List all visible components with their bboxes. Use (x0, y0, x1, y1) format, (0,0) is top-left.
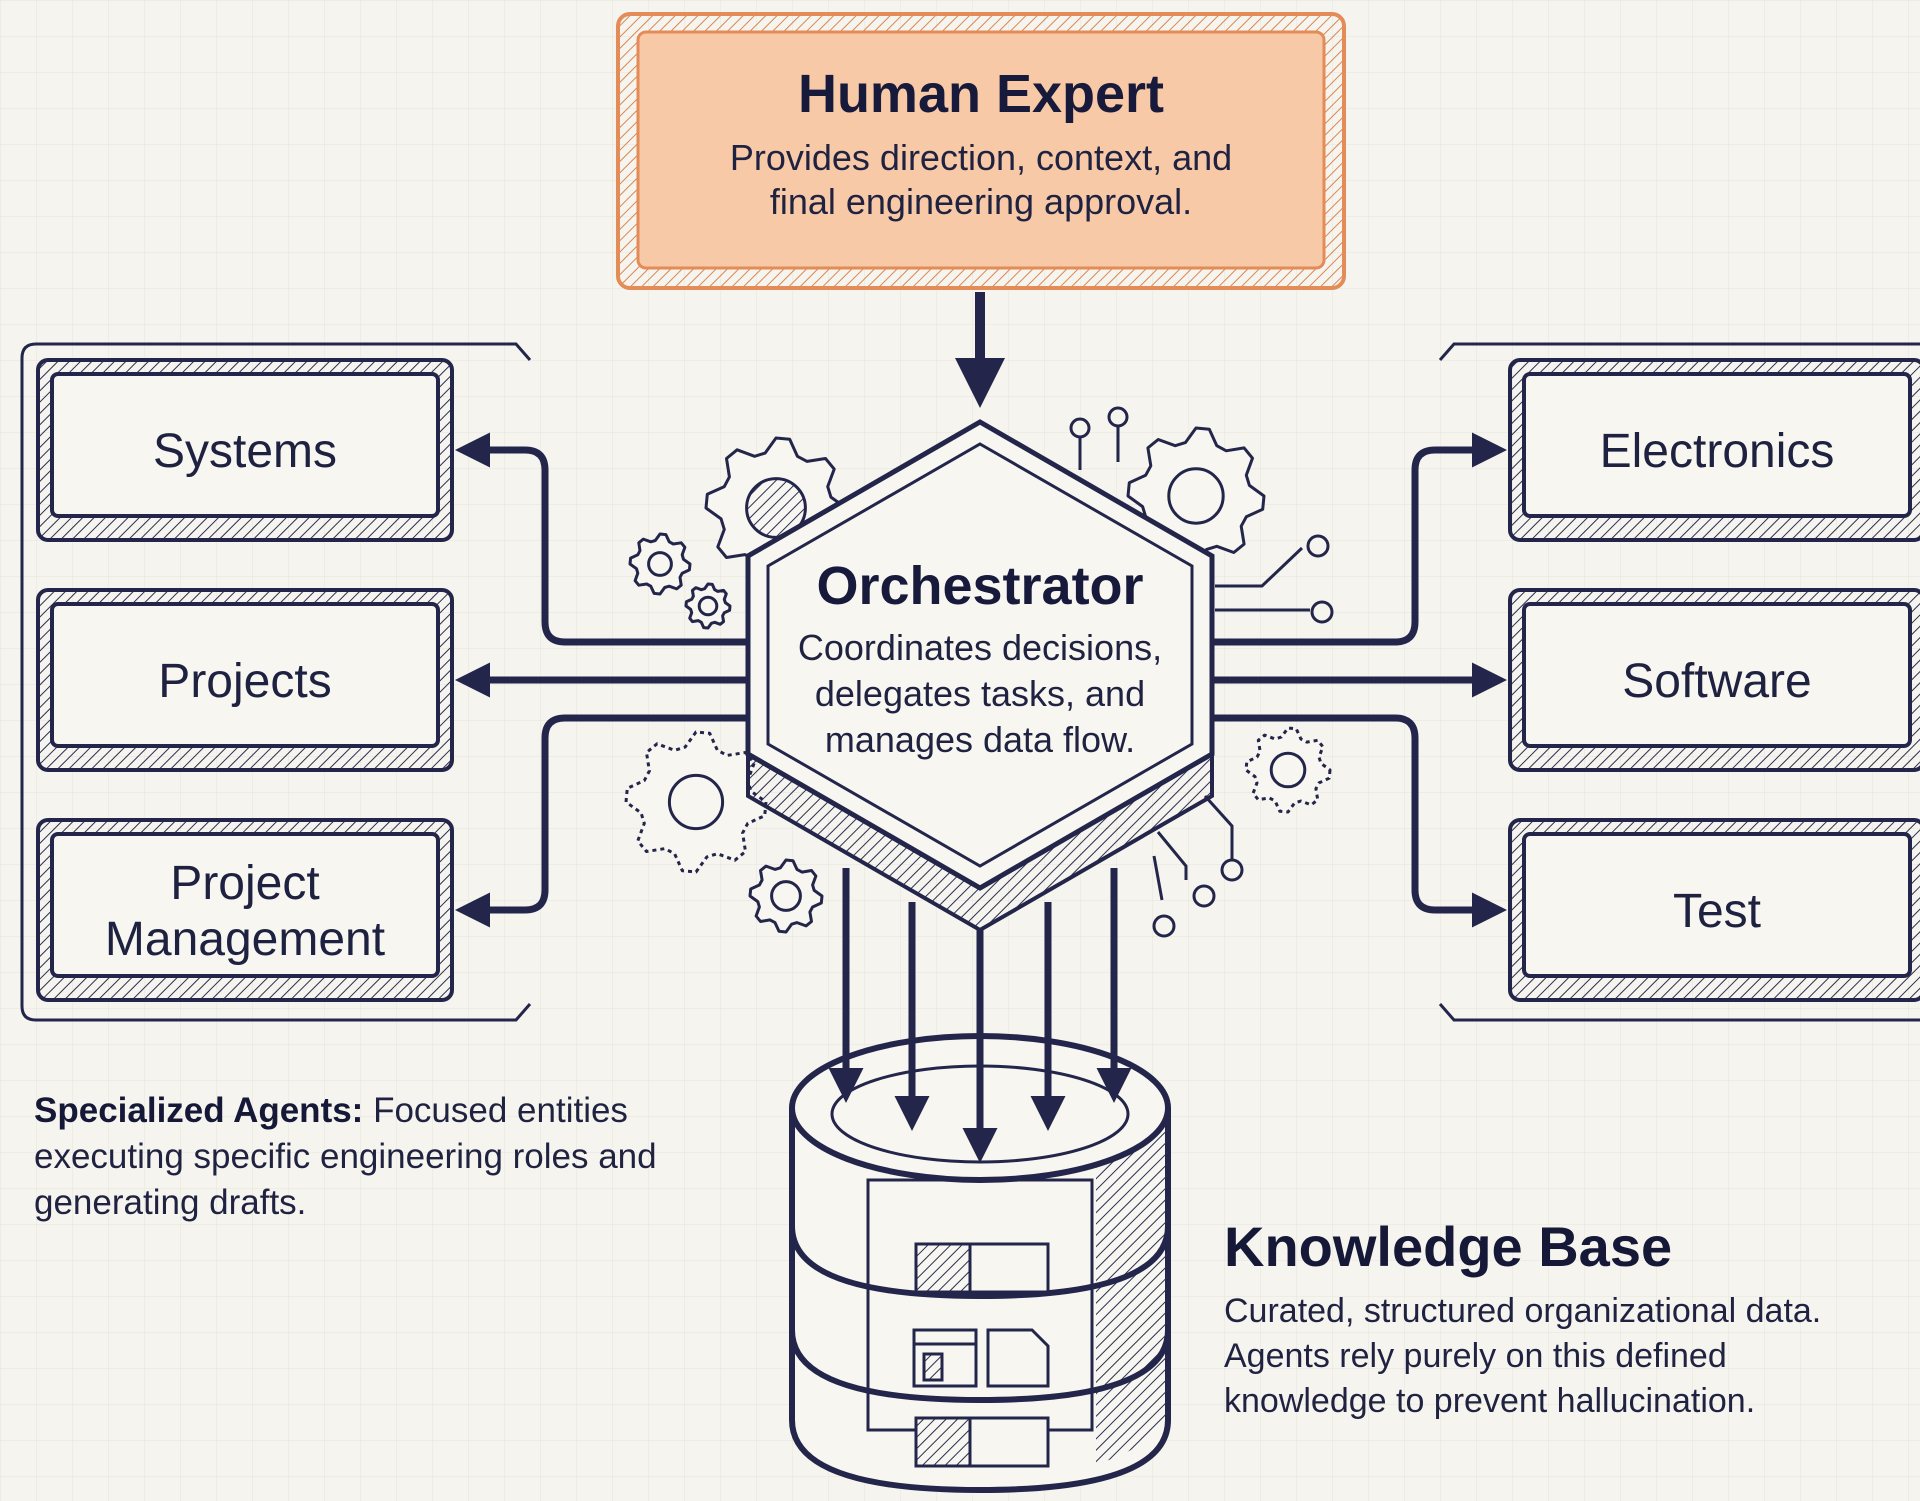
circuit-node-icon (1152, 855, 1164, 901)
circuit-node-icon (1310, 600, 1334, 624)
human-expert-desc-line-2: final engineering approval. (770, 181, 1192, 222)
agent-box-test[interactable]: Test (1508, 818, 1920, 1002)
agent-label-test: Test (1673, 885, 1761, 938)
knowledge-base-desc-line-3: knowledge to prevent hallucination. (1224, 1382, 1756, 1420)
circuit-node-icon (1203, 794, 1234, 860)
connector-test (1210, 714, 1507, 928)
agent-label-software: Software (1622, 655, 1811, 708)
right-connectors (1210, 432, 1507, 928)
specialized-agents-note: Specialized Agents: Focused entities exe… (34, 1088, 674, 1226)
human-expert-node[interactable]: Human Expert Provides direction, context… (616, 12, 1346, 290)
right-agents-bracket (1438, 342, 1920, 1022)
agent-box-systems[interactable]: Systems (36, 358, 454, 542)
circuit-node-icon (1215, 546, 1304, 588)
gear-icon (1244, 726, 1332, 814)
orchestrator-desc-line-2: delegates tasks, and (815, 673, 1145, 714)
circuit-node-icon (1306, 534, 1330, 558)
orchestrator-node[interactable]: Orchestrator Coordinates decisions, dele… (745, 419, 1215, 933)
specialized-agents-note-text: Focused entities executing specific engi… (34, 1091, 657, 1222)
circuit-nodes (1069, 406, 1334, 938)
orchestrator-title: Orchestrator (816, 556, 1143, 616)
agent-label-systems: Systems (153, 425, 337, 478)
agent-box-projects[interactable]: Projects (36, 588, 454, 772)
agent-box-electronics[interactable]: Electronics (1508, 358, 1920, 542)
circuit-node-icon (1152, 914, 1176, 938)
knowledge-base-database[interactable] (789, 1033, 1171, 1494)
orchestrator-desc-line-1: Coordinates decisions, (798, 627, 1162, 668)
agent-box-software[interactable]: Software (1508, 588, 1920, 772)
specialized-agents-note-label: Specialized Agents: (34, 1091, 364, 1130)
circuit-node-icon (1156, 831, 1188, 880)
connector-electronics (1210, 432, 1507, 646)
knowledge-base-desc-line-1: Curated, structured organizational data. (1224, 1292, 1822, 1330)
left-connectors (455, 432, 752, 928)
connector-systems (455, 432, 752, 646)
agent-label-project-management-line-2: Management (105, 913, 385, 966)
knowledge-base-desc: Curated, structured organizational data.… (1224, 1289, 1914, 1424)
agent-label-project-management-line-1: Project (170, 857, 319, 910)
circuit-node-icon (1220, 858, 1244, 882)
arrows-orchestrator-to-database (828, 868, 1132, 1163)
left-agents-bracket (20, 342, 532, 1022)
gear-icon (624, 730, 768, 874)
decorative-gears (624, 426, 1332, 934)
knowledge-base-desc-line-2: Agents rely purely on this defined (1224, 1337, 1727, 1375)
gear-icon (684, 582, 732, 630)
orchestrator-desc-line-3: manages data flow. (825, 719, 1135, 760)
circuit-node-icon (1192, 884, 1216, 908)
gear-icon (748, 858, 824, 934)
connector-project-management (455, 714, 752, 928)
circuit-node-icon (1069, 417, 1091, 439)
agent-label-electronics: Electronics (1600, 425, 1835, 478)
human-expert-title: Human Expert (798, 64, 1164, 124)
human-expert-desc-line-1: Provides direction, context, and (730, 137, 1232, 178)
knowledge-base-title: Knowledge Base (1224, 1215, 1673, 1278)
agent-label-projects: Projects (158, 655, 331, 708)
knowledge-base-note: Knowledge Base Curated, structured organ… (1224, 1213, 1914, 1424)
document-icon (912, 1328, 1050, 1388)
gear-icon (628, 532, 692, 596)
circuit-node-icon (1107, 406, 1129, 428)
